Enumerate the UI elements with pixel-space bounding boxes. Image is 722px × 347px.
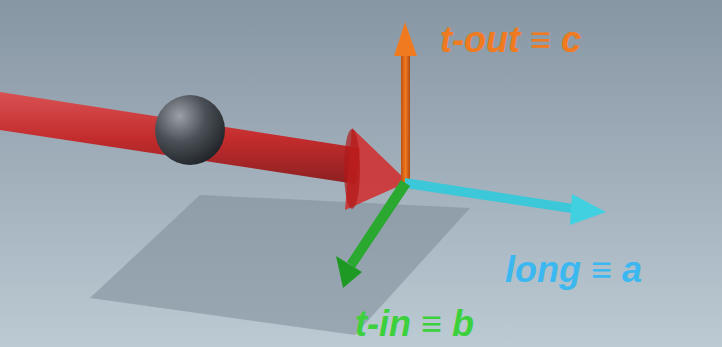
beam-shaft bbox=[0, 92, 360, 184]
long-head bbox=[570, 194, 606, 225]
t-out-head bbox=[394, 22, 417, 56]
axis-label: long ≡ a bbox=[505, 252, 642, 288]
axis-label: t-in ≡ b bbox=[355, 306, 474, 342]
axis-label: t-out ≡ c bbox=[440, 22, 581, 58]
long-axis bbox=[405, 178, 580, 214]
t-out-axis bbox=[401, 50, 410, 182]
particle-sphere bbox=[155, 95, 225, 165]
t-in-head bbox=[336, 256, 362, 288]
t-in-axis bbox=[347, 180, 410, 268]
